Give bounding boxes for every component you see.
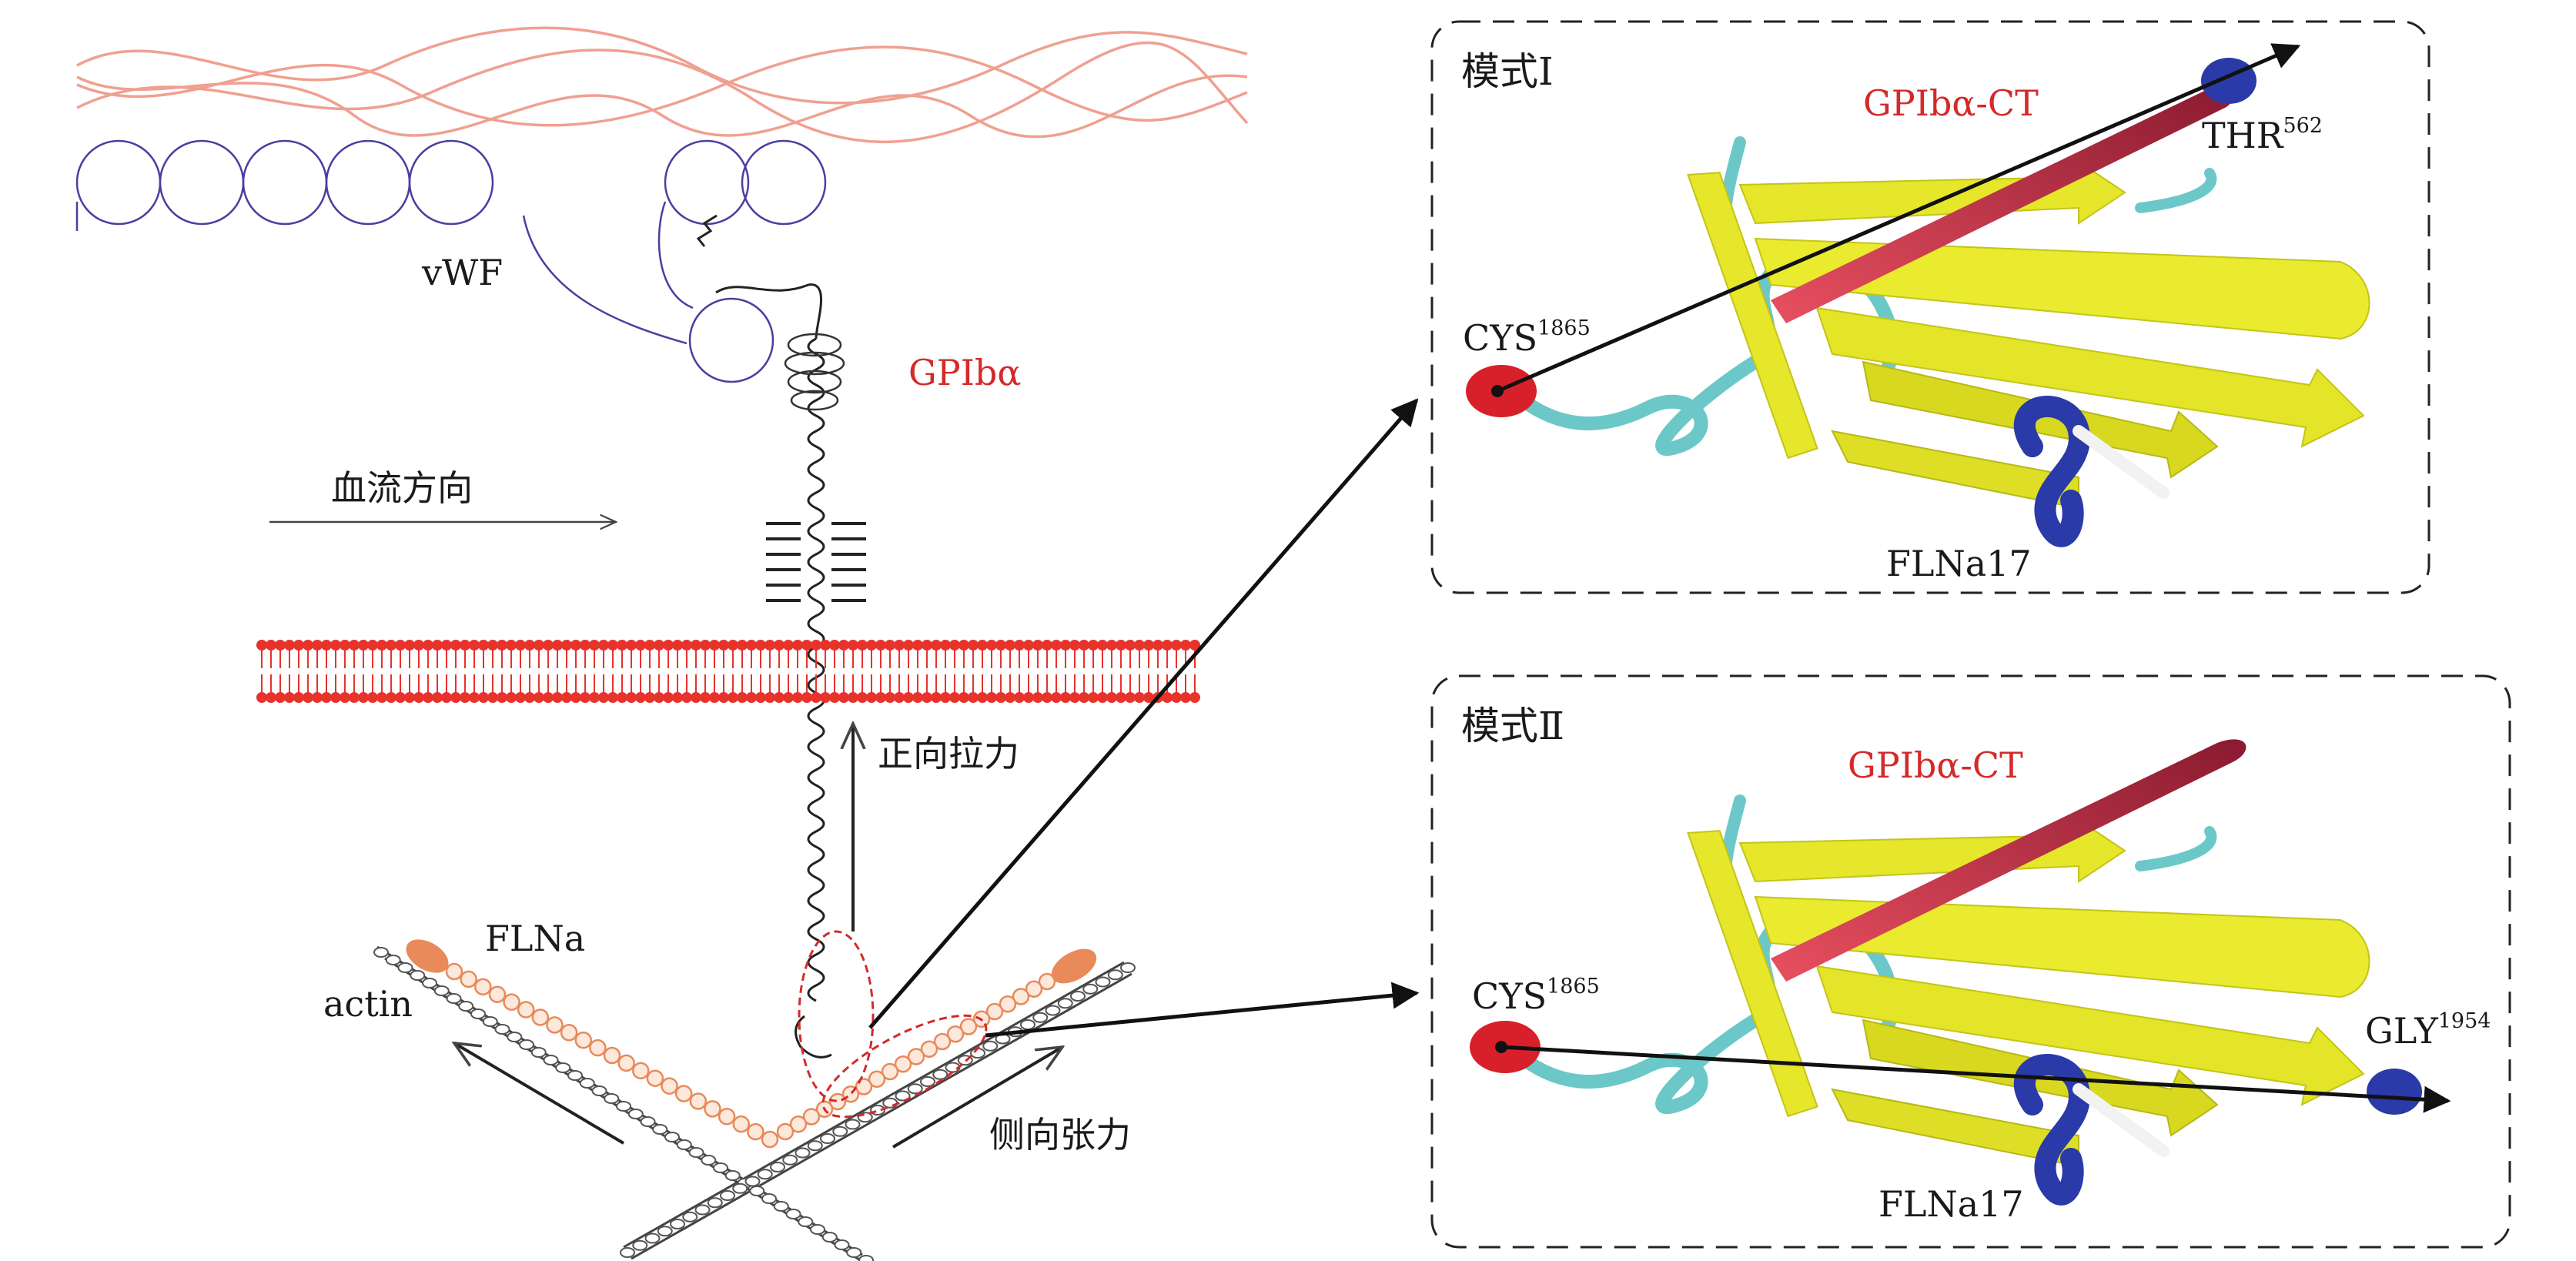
actin-label: actin: [323, 983, 413, 1025]
mode1-protein-structure: [1466, 58, 2370, 547]
interaction-ellipse-1: [798, 930, 875, 1102]
mode1-vector-arrow: [1497, 43, 2301, 393]
flow-label: 血流方向: [331, 467, 473, 509]
lateral-force-label: 侧向张力: [989, 1114, 1131, 1156]
vwf-label: vWF: [421, 252, 503, 293]
mode1-vector-origin: [1491, 385, 1504, 397]
left-schematic: vWF GPIbα 血流方向 正向拉力: [75, 26, 1420, 1261]
mode2-border: [1430, 674, 2511, 1249]
mode2-cys-label: CYS1865: [1472, 975, 1600, 1017]
mode1-panel: 模式Ⅰ GPIbα-CT CYS1865 THR562: [1430, 20, 2430, 594]
mode1-domain-label: FLNa17: [1886, 543, 2032, 584]
interaction-ellipse-2: [821, 1014, 988, 1119]
connector-arrow-mode2: [985, 982, 1420, 1038]
mode2-domain-label: FLNa17: [1878, 1183, 2024, 1225]
glycan-chains: [766, 522, 866, 602]
lrr-domain: [784, 333, 845, 411]
gpiba-label: GPIbα: [908, 352, 1021, 393]
mode2-vector-origin: [1495, 1041, 1507, 1053]
gpiba-molecule: [696, 214, 832, 1059]
flna-label: FLNa: [485, 918, 585, 959]
mode2-vector-arrow: [1500, 1045, 2451, 1113]
mode2-panel: 模式Ⅱ GPIbα-CT CYS1865 GLY1954 FLNa17: [1430, 674, 2511, 1249]
flna-chain: [445, 962, 1056, 1149]
mode2-title: 模式Ⅱ: [1461, 704, 1564, 748]
mode2-end-label: GLY1954: [2365, 1009, 2491, 1052]
forward-force-label: 正向拉力: [878, 733, 1019, 774]
mode1-end-label: THR562: [2202, 114, 2323, 156]
mode2-protein-label: GPIbα-CT: [1848, 744, 2023, 786]
connector-arrow-mode1: [868, 398, 1419, 1029]
collagen-helix: [76, 26, 1249, 144]
mode1-border: [1430, 20, 2430, 594]
mode1-thr-residue: [2201, 58, 2257, 104]
mode1-cys-label: CYS1865: [1463, 316, 1591, 359]
mode1-title: 模式Ⅰ: [1461, 49, 1554, 94]
mode2-gly-residue: [2367, 1069, 2422, 1115]
flna-head-right: [1051, 948, 1097, 984]
flna-head-left: [406, 939, 449, 973]
mode1-protein-label: GPIbα-CT: [1863, 82, 2039, 124]
vwf-domains: [75, 139, 827, 383]
mode2-protein-structure: [1470, 739, 2422, 1206]
left-tension-arrow: [454, 1043, 625, 1145]
right-tension-arrow: [892, 1047, 1062, 1149]
cell-membrane: [256, 640, 1200, 703]
